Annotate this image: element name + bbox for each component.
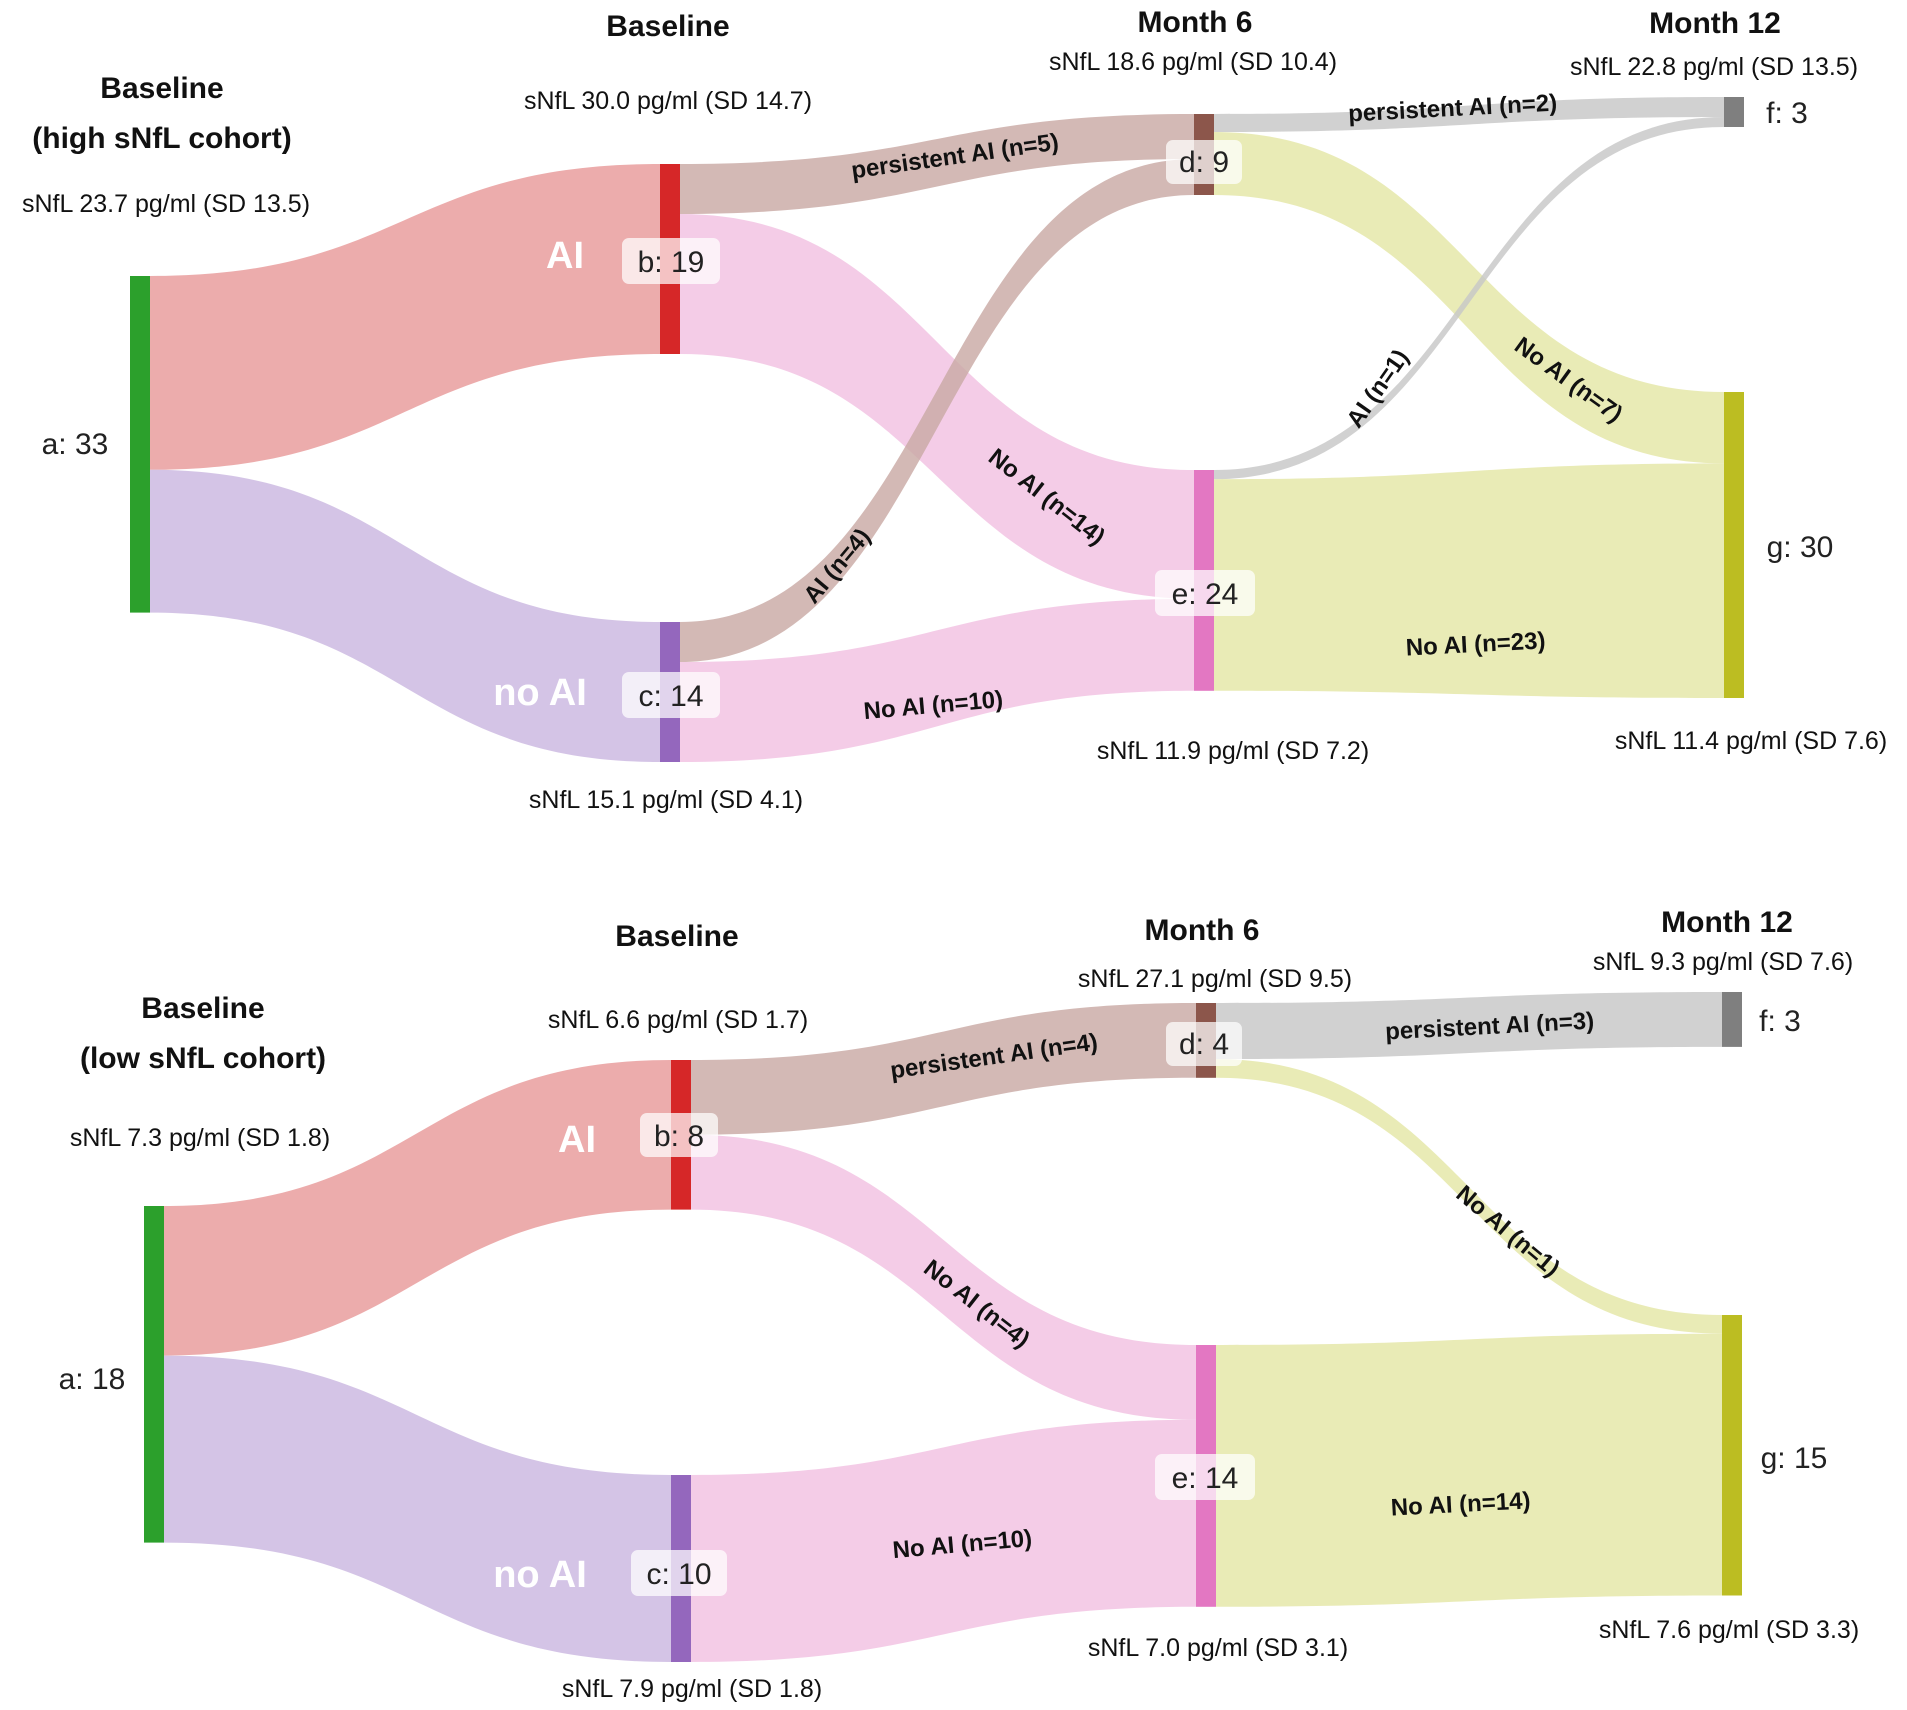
node-label-bg (1155, 570, 1255, 616)
stage-title-baseline: Baseline (606, 10, 729, 43)
flow-a-to-c (150, 469, 660, 762)
flow-b-to-d (691, 1003, 1196, 1135)
flow-label-d-f: persistent AI (n=2) (1347, 90, 1557, 128)
stage-title-baseline: Baseline (615, 920, 738, 953)
node-label-d: d: 4 (1179, 1028, 1229, 1061)
stage-stat-baseline-no-ai: sNfL 15.1 pg/ml (SD 4.1) (529, 786, 803, 814)
flow-layer (150, 97, 1724, 762)
node-label-bg (622, 238, 720, 284)
node-label-bg (1155, 1454, 1255, 1500)
flow-e-to-g (1214, 463, 1724, 698)
flow-layer (164, 992, 1722, 1662)
node-label-c: c: 14 (638, 680, 703, 713)
group-label-no-ai: no AI (493, 1554, 587, 1596)
node-label-b: b: 8 (654, 1120, 704, 1153)
flow-c-to-d (680, 159, 1194, 662)
stage-title-month6: Month 6 (1145, 914, 1260, 947)
node-label-bg (1166, 1022, 1242, 1066)
stage-stat-baseline-no-ai: sNfL 7.9 pg/ml (SD 1.8) (562, 1675, 822, 1703)
node-bar-f (1722, 992, 1742, 1047)
flow-b-to-e (691, 1134, 1196, 1420)
flow-a-to-c (164, 1355, 671, 1662)
stage-stat-baseline-ai: sNfL 30.0 pg/ml (SD 14.7) (524, 87, 812, 115)
node-label-g: g: 15 (1761, 1442, 1828, 1475)
node-label-e: e: 14 (1172, 1462, 1239, 1495)
flow-label-c-d: AI (n=4) (798, 524, 876, 609)
stage-stat-month6-ai: sNfL 18.6 pg/ml (SD 10.4) (1049, 48, 1337, 76)
node-bar-f (1724, 97, 1744, 127)
stage-stat-month12-ai: sNfL 9.3 pg/ml (SD 7.6) (1593, 948, 1853, 976)
flow-a-to-b (164, 1060, 671, 1356)
stage-stat-month6-no-ai: sNfL 11.9 pg/ml (SD 7.2) (1097, 737, 1369, 765)
node-label-c: c: 10 (646, 1558, 711, 1591)
flow-d-to-g (1216, 1059, 1722, 1334)
stage-title-month12: Month 12 (1649, 7, 1781, 40)
node-label-a: a: 33 (42, 428, 109, 461)
flow-c-to-e (680, 598, 1194, 762)
flow-label-e-f: AI (n=1) (1341, 345, 1414, 433)
node-bar-a (130, 276, 150, 613)
group-label-ai: AI (546, 235, 584, 277)
cohort-stat: sNfL 7.3 pg/ml (SD 1.8) (70, 1124, 330, 1152)
cohort-heading-line1: Baseline (100, 72, 223, 105)
node-label-e: e: 24 (1172, 578, 1239, 611)
stage-title-month12: Month 12 (1661, 906, 1793, 939)
group-label-ai: AI (558, 1119, 596, 1161)
node-label-f: f: 3 (1759, 1005, 1801, 1038)
node-label-b: b: 19 (638, 246, 705, 279)
node-bar-g (1724, 392, 1744, 698)
node-bar-a (144, 1206, 164, 1543)
stage-stat-baseline-ai: sNfL 6.6 pg/ml (SD 1.7) (548, 1006, 808, 1034)
stage-stat-month6-ai: sNfL 27.1 pg/ml (SD 9.5) (1078, 965, 1352, 993)
flow-b-to-d (680, 114, 1194, 214)
sankey-diagram-high-cohort: AI no AI Baseline (high sNfL cohort) sNf… (22, 6, 1887, 814)
cohort-heading-line2: (low sNfL cohort) (80, 1042, 326, 1075)
node-label-bg (622, 672, 720, 718)
stage-stat-month12-no-ai: sNfL 7.6 pg/ml (SD 3.3) (1599, 1616, 1859, 1644)
node-label-g: g: 30 (1767, 531, 1834, 564)
flow-a-to-b (150, 164, 660, 470)
node-label-d: d: 9 (1179, 146, 1229, 179)
node-label-bg (640, 1113, 718, 1157)
flow-c-to-e (691, 1419, 1196, 1662)
stage-stat-month12-ai: sNfL 22.8 pg/ml (SD 13.5) (1570, 53, 1858, 81)
cohort-heading-line2: (high sNfL cohort) (32, 122, 291, 155)
sankey-diagram-low-cohort: AI no AI Baseline (low sNfL cohort) sNfL… (59, 906, 1860, 1703)
flow-label-d-g: No AI (n=1) (1451, 1180, 1565, 1282)
flow-d-to-f (1214, 97, 1724, 132)
stage-stat-month6-no-ai: sNfL 7.0 pg/ml (SD 3.1) (1088, 1634, 1348, 1662)
flow-e-to-f (1214, 117, 1724, 480)
node-label-f: f: 3 (1766, 97, 1808, 130)
node-label-a: a: 18 (59, 1363, 126, 1396)
node-label-bg (1166, 140, 1242, 184)
flow-d-to-f (1216, 992, 1722, 1060)
stage-stat-month12-no-ai: sNfL 11.4 pg/ml (SD 7.6) (1615, 727, 1887, 755)
cohort-stat: sNfL 23.7 pg/ml (SD 13.5) (22, 190, 310, 218)
group-label-no-ai: no AI (493, 672, 587, 714)
node-bar-g (1722, 1315, 1742, 1596)
node-layer (144, 992, 1742, 1662)
node-label-bg (631, 1550, 727, 1596)
stage-title-month6: Month 6 (1138, 6, 1253, 39)
flow-e-to-g (1216, 1333, 1722, 1607)
cohort-heading-line1: Baseline (141, 992, 264, 1025)
